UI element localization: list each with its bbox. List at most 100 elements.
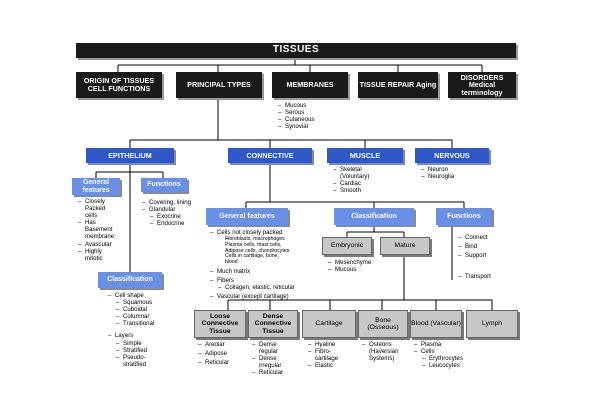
nervous-box: NERVOUS bbox=[415, 148, 489, 163]
function-item: Endocrine bbox=[142, 220, 191, 227]
connective-functions-box: Functions bbox=[436, 208, 492, 225]
function-item: Glandular bbox=[142, 206, 191, 213]
nervous-item: Neuron bbox=[421, 166, 454, 173]
dense-item: Reticular bbox=[252, 369, 283, 376]
connective-feature: Fibers bbox=[210, 277, 295, 284]
connective-classification-box: Classification bbox=[334, 208, 414, 225]
connective-cell-type: Adipose cells, chondrocytes bbox=[225, 247, 290, 254]
classification-item: Pseudo- bbox=[108, 354, 154, 361]
muscle-item: (Voluntary) bbox=[340, 173, 370, 181]
connective-cell-type: Fibroblasts, macrophages bbox=[218, 236, 289, 243]
tissue-repair-box: TISSUE REPAIR Aging bbox=[358, 72, 438, 98]
dense-item: Dense bbox=[252, 355, 283, 362]
classification-item: Cell shape bbox=[108, 292, 154, 299]
membrane-item: Mucous bbox=[278, 102, 314, 109]
membranes-box: MEMBRANES bbox=[272, 72, 348, 98]
principal-types-box: PRINCIPAL TYPES bbox=[176, 72, 262, 98]
dense-item: Dense bbox=[252, 341, 283, 348]
lymph-box: Lymph bbox=[466, 310, 518, 338]
connective-box: CONNECTIVE bbox=[228, 148, 312, 163]
membrane-item: Cutaneous bbox=[278, 116, 314, 123]
muscle-item: Skeletal bbox=[333, 166, 369, 173]
blood-item: Cells bbox=[414, 348, 463, 355]
classification-item: Cuboidal bbox=[108, 306, 154, 313]
loose-connective-tissue-box: Loose Connective Tissue bbox=[194, 310, 246, 338]
loose-list: Areolar Adipose Reticular bbox=[198, 341, 229, 366]
classification-item: Squamous bbox=[108, 299, 154, 306]
cartilage-box: Cartilage bbox=[302, 310, 356, 338]
cartilage-list: Hyaline Fibro- cartilage Elastic bbox=[308, 341, 338, 369]
function-item: Covering, lining bbox=[142, 199, 191, 206]
classification-item: stratified bbox=[123, 360, 147, 368]
classification-item: Columnar bbox=[108, 313, 154, 320]
blood-item: Erythrocytes bbox=[414, 355, 463, 362]
epithelium-general-features-box: General features bbox=[72, 178, 120, 195]
disorders-box: DISORDERS Medical terminology bbox=[448, 72, 516, 98]
connective-general-list: Cells not closely packed bbox=[210, 229, 282, 236]
general-item: Avascular bbox=[78, 241, 114, 248]
loose-item: Areolar bbox=[198, 341, 229, 348]
membranes-list: Mucous Serous Cutaneous Synovial bbox=[278, 102, 314, 130]
general-item: Has bbox=[78, 219, 114, 226]
membrane-item: Serous bbox=[278, 109, 314, 116]
epithelium-box: EPITHELIUM bbox=[86, 148, 174, 163]
cartilage-item: Fibro- bbox=[308, 348, 338, 355]
cartilage-item: cartilage bbox=[315, 355, 339, 363]
connective-function: Support bbox=[458, 252, 491, 259]
embryonic-list: Mesenchyme Mucous bbox=[328, 259, 371, 273]
classification-item: Layers bbox=[108, 332, 154, 339]
embryonic-box: Embryonic bbox=[322, 237, 372, 255]
nervous-item: Neuroglia bbox=[421, 173, 454, 180]
nervous-list: Neuron Neuroglia bbox=[421, 166, 454, 180]
membrane-item: Synovial bbox=[278, 123, 314, 130]
classification-item: Simple bbox=[108, 340, 154, 347]
dense-item: irregular bbox=[259, 362, 282, 370]
general-item: Basement bbox=[85, 226, 113, 234]
blood-list: Plasma Cells Erythrocytes Leucocytes bbox=[414, 341, 463, 369]
muscle-box: MUSCLE bbox=[327, 148, 403, 163]
bone-item: Systems) bbox=[369, 355, 395, 363]
connective-feature: Much matrix bbox=[210, 268, 295, 275]
bone-box: Bone (Osseous) bbox=[358, 310, 408, 338]
function-item: Exocrine bbox=[142, 213, 191, 220]
connective-general-list-2: Much matrix Fibers Collagen, elastic, re… bbox=[210, 268, 295, 300]
muscle-item: Cardiac bbox=[333, 180, 369, 187]
embryonic-item: Mucous bbox=[328, 266, 371, 273]
bone-list: Osteons (Haversian Systems) bbox=[362, 341, 398, 362]
classification-item: Transitional bbox=[108, 320, 154, 327]
classification-item: Stratified bbox=[108, 347, 154, 354]
epithelium-functions-box: Functions bbox=[141, 178, 187, 192]
cartilage-item: Elastic bbox=[308, 362, 338, 369]
general-item: Packed bbox=[85, 205, 106, 213]
general-item: mitotic bbox=[85, 254, 103, 262]
epithelium-classification-list: Cell shape Squamous Cuboidal Columnar Tr… bbox=[108, 292, 154, 368]
embryonic-item: Mesenchyme bbox=[328, 259, 371, 266]
general-item: cells bbox=[85, 212, 98, 220]
general-item: Highly bbox=[78, 248, 114, 255]
connective-functions-list: Connect Bind Support Transport bbox=[458, 234, 491, 280]
epithelium-functions-list: Covering, lining Glandular Exocrine Endo… bbox=[142, 199, 191, 227]
connective-cell-type: Cells in cartilage, bone, bbox=[225, 253, 279, 260]
connective-function: Transport bbox=[458, 273, 491, 280]
loose-item: Adipose bbox=[198, 350, 229, 357]
blood-item: Leucocytes bbox=[414, 362, 463, 369]
muscle-list: Skeletal (Voluntary) Cardiac Smooth bbox=[333, 166, 369, 194]
blood-item: Plasma bbox=[414, 341, 463, 348]
general-item: membrane bbox=[85, 233, 115, 241]
connective-feature: Cells not closely packed bbox=[210, 229, 282, 236]
general-item: Closely bbox=[78, 198, 114, 205]
connective-function: Bind bbox=[458, 243, 491, 250]
origin-of-tissues-box: ORIGIN OF TISSUES CELL FUNCTIONS bbox=[76, 72, 162, 98]
connective-feature: Vascular (except cartilage) bbox=[210, 293, 295, 300]
bone-item: (Haversian bbox=[369, 348, 399, 356]
epithelium-classification-box: Classification bbox=[98, 272, 162, 288]
dense-item: regular bbox=[259, 348, 278, 356]
dense-connective-tissue-box: Dense Connective Tissue bbox=[248, 310, 298, 338]
tissues-title: TISSUES bbox=[76, 43, 516, 58]
connective-cell-types-list: Fibroblasts, macrophages Plasma cells, m… bbox=[218, 236, 290, 266]
connective-feature: Collagen, elastic, reticular bbox=[210, 284, 295, 291]
loose-item: Reticular bbox=[198, 359, 229, 366]
connective-function: Connect bbox=[458, 234, 491, 241]
connective-cell-type: Plasma cells, mast cells, bbox=[225, 241, 282, 248]
